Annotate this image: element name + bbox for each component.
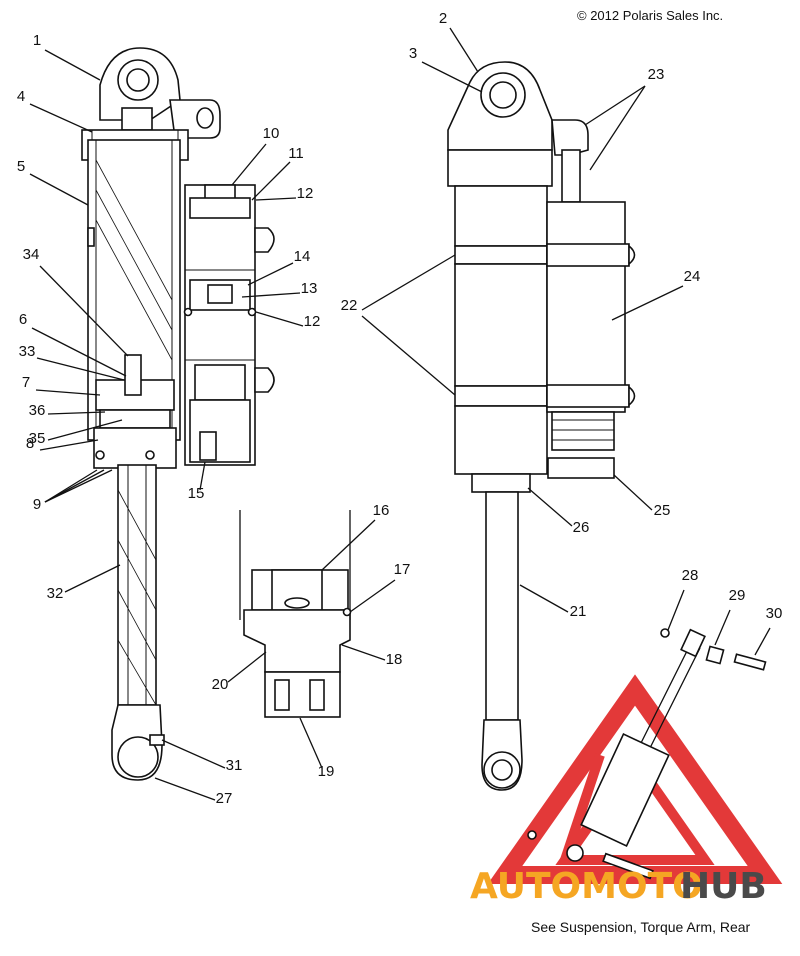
- callout-33: 33: [19, 343, 36, 360]
- leader-line-12: [255, 311, 304, 327]
- leader-line-7: [35, 389, 101, 396]
- callout-14: 14: [294, 248, 311, 265]
- callout-9: 9: [33, 496, 41, 513]
- callout-30: 30: [766, 605, 783, 622]
- valve-detail-view: [239, 510, 352, 718]
- callout-20: 20: [212, 676, 229, 693]
- leader-line-4: [29, 103, 93, 133]
- leader-line-24: [611, 285, 684, 321]
- watermark-wordmark: AUTOMOTO HUB: [470, 866, 767, 907]
- small-shock-illustration: [527, 628, 767, 880]
- leader-line-36: [47, 411, 106, 415]
- leader-line-6: [31, 327, 127, 377]
- leader-line-3: [421, 61, 483, 93]
- callout-4: 4: [17, 88, 25, 105]
- leader-line-29: [714, 609, 731, 646]
- leader-line-26: [527, 487, 573, 527]
- leader-line-9: [44, 469, 113, 503]
- leader-line-11: [251, 161, 291, 201]
- reference-note: See Suspension, Torque Arm, Rear: [531, 919, 751, 935]
- leader-line-21: [519, 584, 569, 613]
- callout-5: 5: [17, 158, 25, 175]
- leader-line-2: [449, 27, 479, 73]
- leader-line-14: [247, 262, 294, 286]
- callout-2: 2: [439, 10, 447, 27]
- callout-36: 36: [29, 402, 46, 419]
- leader-line-30: [754, 627, 771, 656]
- leader-line-19: [299, 717, 323, 769]
- callout-29: 29: [729, 587, 746, 604]
- leader-line-22: [361, 315, 456, 396]
- watermark-brand-a: AUTOMOTO: [470, 866, 703, 907]
- leader-line-1: [44, 49, 101, 81]
- leader-line-35: [47, 419, 123, 441]
- leader-line-17: [349, 579, 396, 613]
- leader-line-27: [154, 777, 216, 801]
- leader-line-22: [361, 254, 456, 311]
- callout-6: 6: [19, 311, 27, 328]
- callout-27: 27: [216, 790, 233, 807]
- callout-23: 23: [648, 66, 665, 83]
- callout-1: 1: [33, 32, 41, 49]
- leader-line-31: [161, 739, 226, 769]
- leader-line-5: [29, 173, 89, 206]
- left-reservoir-cutaway: [183, 184, 275, 466]
- callout-34: 34: [23, 246, 40, 263]
- callout-17: 17: [394, 561, 411, 578]
- callout-7: 7: [22, 374, 30, 391]
- callout-21: 21: [570, 603, 587, 620]
- leader-line-23: [589, 85, 646, 171]
- callout-35: 35: [29, 430, 46, 447]
- callout-12: 12: [297, 185, 314, 202]
- leader-line-33: [36, 357, 125, 381]
- copyright-notice: © 2012 Polaris Sales Inc.: [577, 8, 724, 23]
- leader-line-28: [667, 589, 685, 631]
- leader-line-13: [241, 292, 301, 298]
- callout-labels: 1234567891011121213141516171819202122232…: [17, 10, 783, 807]
- callout-25: 25: [654, 502, 671, 519]
- leader-line-15: [199, 461, 206, 491]
- callout-24: 24: [684, 268, 701, 285]
- right-shock-exterior: [447, 61, 636, 791]
- callout-11: 11: [288, 145, 304, 162]
- watermark-triangle-outer: [487, 674, 783, 884]
- callout-31: 31: [226, 757, 243, 774]
- callout-22: 22: [341, 297, 358, 314]
- leader-line-34: [39, 265, 129, 357]
- callout-18: 18: [386, 651, 403, 668]
- callout-12: 12: [304, 313, 321, 330]
- leader-line-8: [39, 439, 99, 451]
- callout-28: 28: [682, 567, 699, 584]
- leader-line-32: [64, 564, 121, 593]
- watermark-brand-b: HUB: [680, 866, 767, 907]
- callout-16: 16: [373, 502, 390, 519]
- left-shock-cutaway: [81, 47, 221, 781]
- callout-3: 3: [409, 45, 417, 62]
- callout-26: 26: [573, 519, 590, 536]
- callout-32: 32: [47, 585, 64, 602]
- callout-8: 8: [26, 435, 34, 452]
- leader-line-16: [321, 519, 376, 571]
- leader-line-12: [255, 197, 297, 201]
- callout-10: 10: [263, 125, 280, 142]
- leader-line-10: [231, 143, 267, 186]
- callout-19: 19: [318, 763, 335, 780]
- leader-lines: [29, 27, 771, 801]
- callout-15: 15: [188, 485, 205, 502]
- callout-13: 13: [301, 280, 318, 297]
- leader-line-23: [584, 85, 646, 126]
- leader-line-18: [341, 644, 386, 661]
- leader-line-25: [613, 474, 653, 511]
- leader-line-20: [227, 651, 267, 683]
